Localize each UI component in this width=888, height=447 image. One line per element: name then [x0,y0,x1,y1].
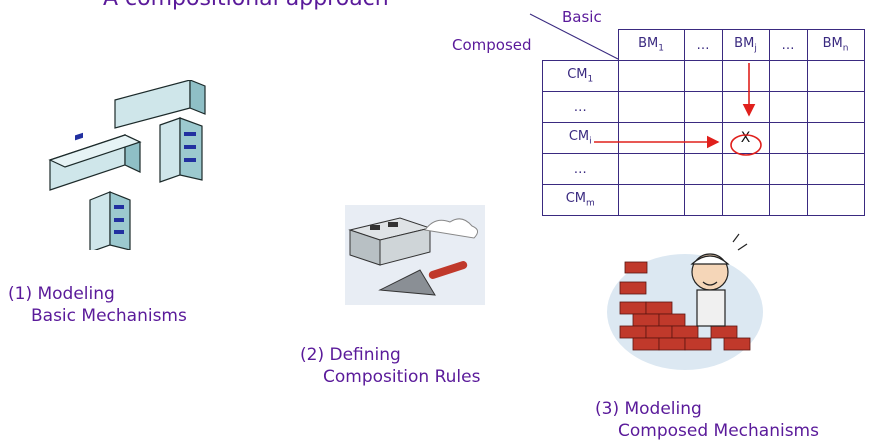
matrix-corner-basic: Basic [562,8,602,26]
matrix-row: … [542,91,865,123]
row-header-cmm: CMm [542,184,619,216]
step-2-line2: Composition Rules [323,367,481,387]
step-1-label: (1) Modeling Basic Mechanisms [8,283,187,327]
blocks-clipart [48,80,206,250]
col-header-ellipsis-2: … [768,29,808,61]
matrix-row: CM1 [542,60,865,92]
col-header-bmn: BMn [806,29,865,61]
row-header-ellipsis-2: … [542,153,619,185]
matrix-row: … [542,153,865,185]
step-2-label: (2) Defining Composition Rules [300,344,480,388]
col-header-bmj: BMj [721,29,770,61]
col-header-bm1: BM1 [617,29,685,61]
matrix-corner-composed: Composed [452,36,532,54]
step-3-label: (3) Modeling Composed Mechanisms [595,398,819,442]
intersection-circle [730,134,762,156]
col-header-ellipsis-1: … [683,29,723,61]
matrix-row: CMm [542,184,865,216]
step-1-line1: (1) Modeling [8,284,115,304]
composition-matrix: BM1 … BMj … BMn CM1 … CMi X … CMm [542,29,865,216]
slide-title: A compositional approach [103,0,389,11]
step-1-line2: Basic Mechanisms [31,306,187,326]
row-header-cm1: CM1 [542,60,619,92]
brick-trowel-clipart [345,205,485,305]
intersection-mark: X [740,130,751,146]
step-2-line1: (2) Defining [300,345,401,365]
bricklayer-clipart [607,233,763,370]
step-3-line2: Composed Mechanisms [618,421,819,441]
step-3-line1: (3) Modeling [595,399,702,419]
row-header-cmi: CMi [542,122,619,154]
